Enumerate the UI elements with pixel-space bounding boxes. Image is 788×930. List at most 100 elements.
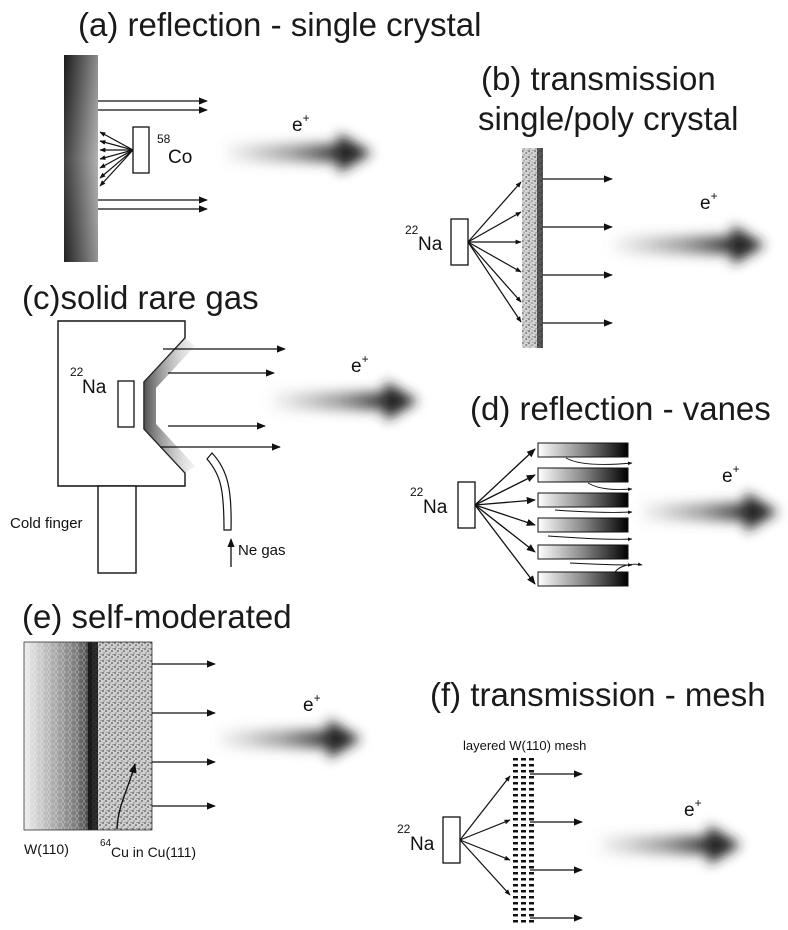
isotope-symbol-c: Na <box>82 377 107 398</box>
mesh-segment <box>513 764 518 767</box>
mesh-segment <box>529 902 534 905</box>
positron-label-a: e+ <box>292 111 310 136</box>
title-c: (c)solid rare gas <box>22 279 259 316</box>
positron-label-f: e+ <box>684 796 702 821</box>
title-b-line1: (b) transmission <box>481 60 716 97</box>
mesh-segment <box>521 896 526 899</box>
beam-arrow-b <box>612 225 765 265</box>
mesh-segment <box>529 758 534 761</box>
title-f: (f) transmission - mesh <box>430 676 766 713</box>
mesh-segment <box>529 800 534 803</box>
mesh-segment <box>513 854 518 857</box>
ne-gas-tube <box>206 452 232 531</box>
mesh-segment <box>513 770 518 773</box>
mesh-segment <box>521 800 526 803</box>
mesh-segment <box>521 794 526 797</box>
positron-label-e: e+ <box>303 691 321 716</box>
beam-arrow-c <box>270 381 418 421</box>
cold-finger-label: Cold finger <box>10 515 83 532</box>
mesh-segment <box>513 896 518 899</box>
beam-arrow-e <box>218 719 361 759</box>
source-d <box>457 481 476 529</box>
w110-mesh <box>513 758 534 923</box>
positron-label-c: e+ <box>351 352 369 377</box>
isotope-mass-a: 58 <box>157 132 171 146</box>
mesh-segment <box>521 914 526 917</box>
mesh-segment <box>521 890 526 893</box>
ne-ice-layer <box>144 338 195 473</box>
isotope-mass-f: 22 <box>397 822 411 836</box>
panel-b: 22 Na e+ <box>405 148 765 348</box>
mesh-segment <box>521 818 526 821</box>
mesh-segment <box>529 914 534 917</box>
mesh-segment <box>521 788 526 791</box>
mesh-segment <box>529 788 534 791</box>
mesh-segment <box>521 812 526 815</box>
source-c <box>117 380 135 428</box>
mesh-segment <box>521 806 526 809</box>
mesh-segment <box>521 848 526 851</box>
mesh-segment <box>513 836 518 839</box>
mesh-segment <box>521 908 526 911</box>
mesh-segment <box>529 884 534 887</box>
isotope-mass-c: 22 <box>70 365 84 379</box>
mesh-segment <box>529 836 534 839</box>
mesh-segment <box>521 836 526 839</box>
title-e: (e) self-moderated <box>22 598 292 635</box>
mesh-segment <box>513 824 518 827</box>
mesh-segment <box>513 830 518 833</box>
mesh-segment <box>529 818 534 821</box>
panel-d: 22 Na e+ <box>410 442 778 587</box>
mesh-segment <box>513 776 518 779</box>
mesh-segment <box>513 890 518 893</box>
isotope-mass-d: 22 <box>410 485 424 499</box>
mesh-label: layered W(110) mesh <box>463 738 586 753</box>
ne-gas-label: Ne gas <box>238 542 286 559</box>
beam-arrow-f <box>598 825 741 865</box>
mesh-segment <box>513 860 518 863</box>
mesh-segment <box>529 782 534 785</box>
cu111-layer <box>92 642 152 830</box>
mesh-segment <box>529 842 534 845</box>
mesh-segment <box>529 860 534 863</box>
mesh-segment <box>521 878 526 881</box>
mesh-segment <box>521 854 526 857</box>
mesh-segment <box>521 764 526 767</box>
mesh-segment <box>513 884 518 887</box>
mesh-segment <box>513 908 518 911</box>
mesh-segment <box>521 782 526 785</box>
mesh-segment <box>521 830 526 833</box>
mesh-segment <box>529 908 534 911</box>
mesh-segment <box>513 812 518 815</box>
mesh-segment <box>521 770 526 773</box>
mesh-segment <box>521 866 526 869</box>
mesh-segment <box>529 764 534 767</box>
mesh-segment <box>529 794 534 797</box>
mesh-segment <box>521 824 526 827</box>
mesh-segment <box>529 824 534 827</box>
source-b <box>450 218 469 266</box>
mesh-segment <box>513 848 518 851</box>
mesh-segment <box>529 896 534 899</box>
title-b-line2: single/poly crystal <box>478 100 739 137</box>
mesh-segment <box>529 770 534 773</box>
beam-arrow-a <box>225 133 372 173</box>
mesh-segment <box>513 758 518 761</box>
isotope-symbol-d: Na <box>423 497 448 518</box>
mesh-segment <box>513 782 518 785</box>
panel-e: W(110) 64 Cu in Cu(111) e+ <box>23 641 361 860</box>
mesh-segment <box>513 842 518 845</box>
mesh-segment <box>529 854 534 857</box>
title-d: (d) reflection - vanes <box>470 390 771 427</box>
panel-a: 58 Co e+ <box>64 55 372 262</box>
mesh-segment <box>513 794 518 797</box>
mesh-segment <box>521 860 526 863</box>
mesh-segment <box>529 776 534 779</box>
mesh-segment <box>529 920 534 923</box>
mesh-segment <box>513 800 518 803</box>
isotope-symbol-f: Na <box>410 834 435 855</box>
source-f <box>442 816 461 864</box>
mesh-segment <box>513 788 518 791</box>
mesh-segment <box>521 920 526 923</box>
